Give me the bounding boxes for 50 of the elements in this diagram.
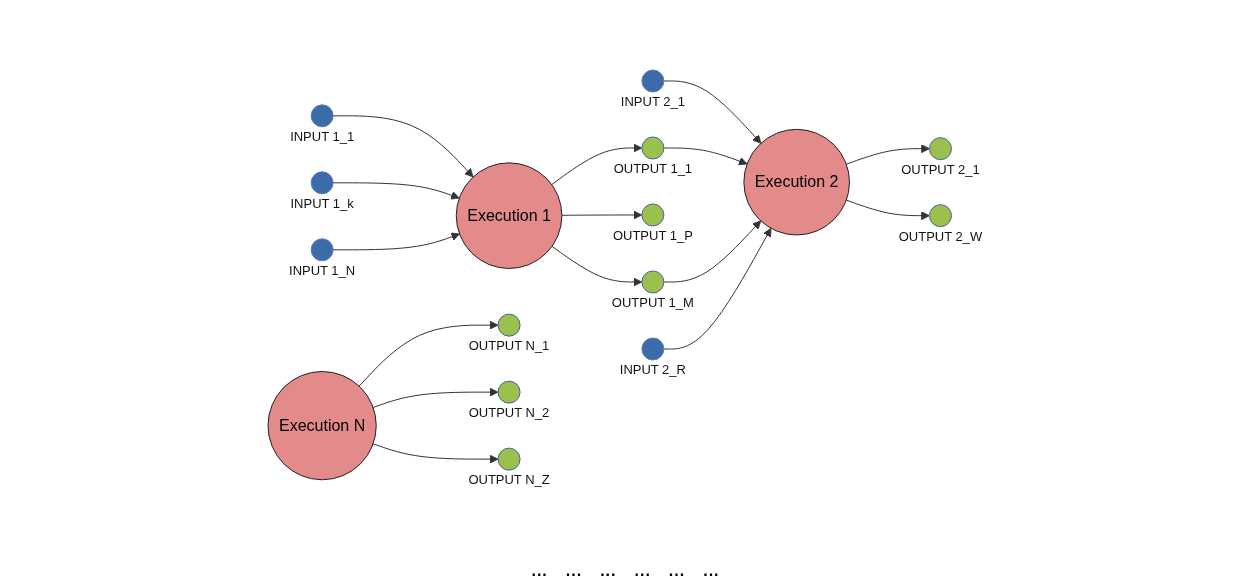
node-circle: Execution 2 [743,129,850,236]
node-circle [497,381,521,405]
node-caption: OUTPUT N_1 [468,338,550,354]
node-circle [310,238,334,262]
node-caption: OUTPUT N_2 [468,405,550,421]
node-circle [929,204,952,228]
node-circle [310,104,334,128]
node-caption: OUTPUT 1_M [611,295,694,311]
node-circle [641,136,665,160]
arrow [663,80,762,145]
node-circle [641,337,665,361]
arrow [358,321,499,388]
arrow [663,147,748,166]
node-caption: OUTPUT 2_W [898,229,983,245]
node-caption: INPUT 1_1 [290,129,355,145]
node-circle: Execution 1 [455,162,563,270]
arrow [845,200,930,221]
node-caption: OUTPUT N_Z [468,472,550,488]
node-circle [929,137,952,161]
ellipsis-mark: ... [565,562,583,580]
arrow [332,115,474,178]
ellipsis-mark: ... [668,562,686,580]
node-caption: OUTPUT 1_1 [613,161,693,177]
node-caption: OUTPUT 2_1 [901,162,980,178]
node-caption: OUTPUT 1_P [612,228,693,244]
node-circle [641,69,665,93]
arrow [663,228,772,350]
node-circle [310,171,334,195]
node-circle [641,203,665,227]
arrow [663,220,762,283]
arrow [845,144,930,166]
node-circle: Execution N [267,371,377,481]
arrow [551,246,643,287]
node-caption: INPUT 2_R [619,362,686,378]
arrow [551,144,643,186]
arrow [372,388,499,409]
node-circle [497,448,521,472]
node-circle [497,314,521,338]
node-circle [641,270,665,294]
ellipsis-mark: ... [531,562,548,580]
ellipsis-mark: ... [634,562,651,580]
arrow [561,211,643,220]
ellipsis-mark: ... [600,562,617,580]
node-caption: INPUT 1_N [289,263,356,279]
arrow [372,443,499,464]
arrow [332,182,460,200]
node-caption: INPUT 1_k [290,196,354,212]
node-caption: INPUT 2_1 [620,94,685,110]
arrow [332,232,460,251]
ellipsis-mark: ... [703,562,720,580]
